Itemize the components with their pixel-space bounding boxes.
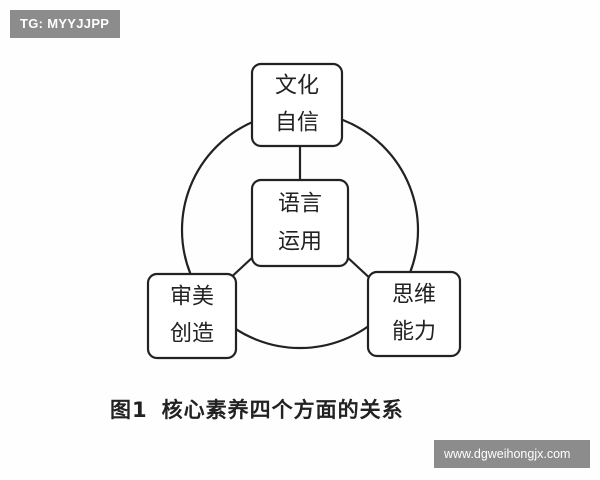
node-right-line2: 能力	[392, 320, 436, 345]
figure-caption-text: 核心素养四个方面的关系	[161, 398, 404, 422]
figure-number: 图1	[110, 398, 148, 422]
node-top-line2: 自信	[275, 111, 319, 136]
node-left-line1: 审美	[170, 285, 214, 310]
node-thinking-ability: 思维 能力	[366, 270, 462, 358]
node-language-use: 语言 运用	[250, 178, 350, 268]
node-top-line1: 文化	[275, 74, 319, 99]
node-center-line2: 运用	[278, 230, 322, 255]
watermark-bottom-badge: www.dgweihongjx.com	[434, 440, 590, 468]
node-left-line2: 创造	[170, 322, 214, 347]
watermark-top-badge: TG: MYYJJPP	[10, 10, 120, 38]
node-aesthetic-creation: 审美 创造	[146, 272, 238, 360]
node-cultural-confidence: 文化 自信	[250, 62, 344, 148]
figure-caption: 图1 核心素养四个方面的关系	[110, 394, 490, 424]
node-center-line1: 语言	[278, 192, 322, 217]
node-right-line1: 思维	[392, 283, 436, 308]
